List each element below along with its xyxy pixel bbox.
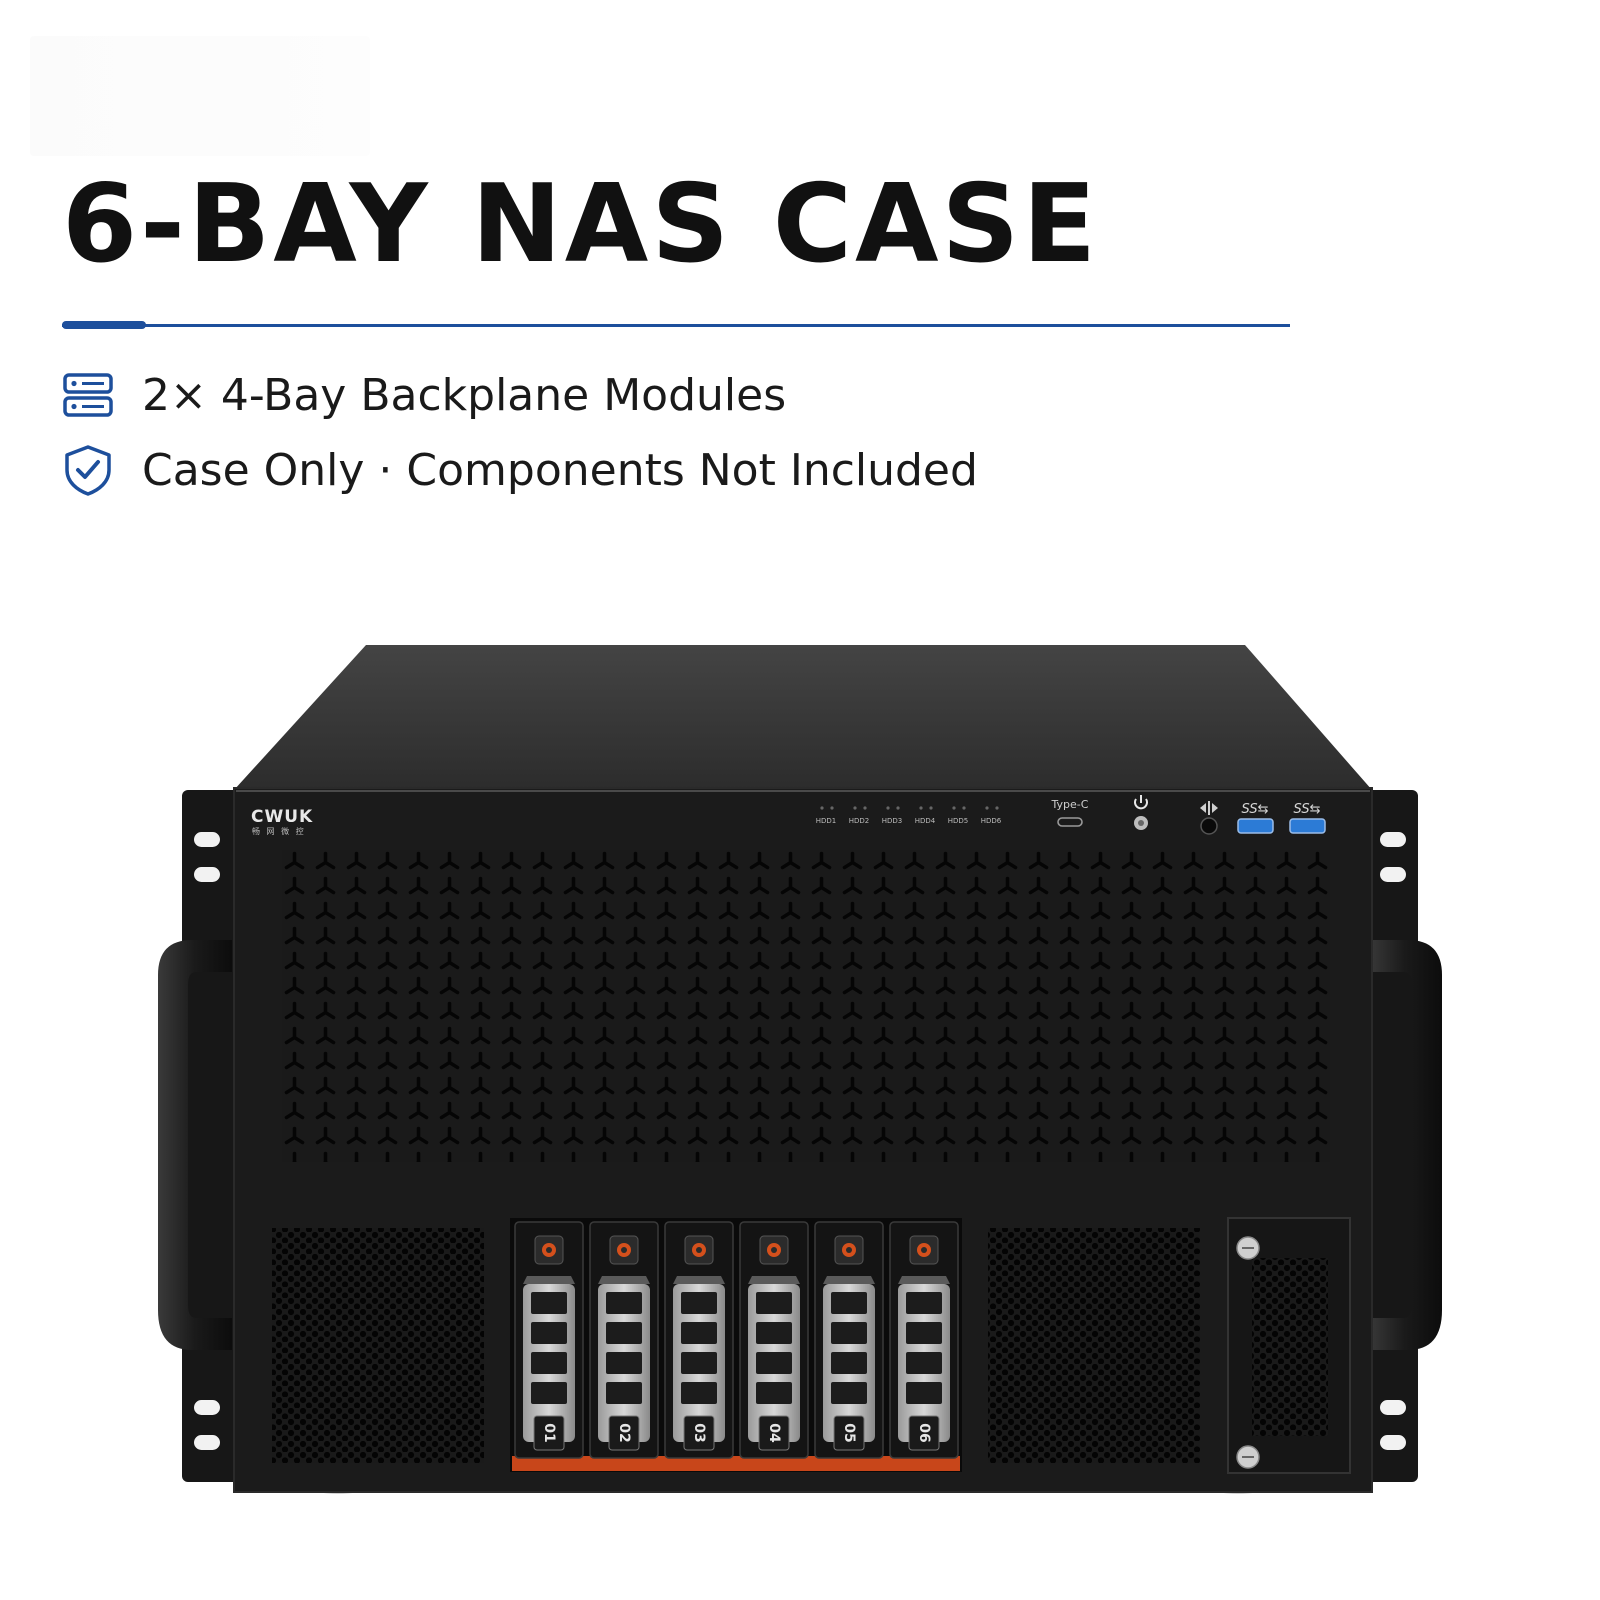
hdd-led: [952, 806, 956, 810]
usb-port: [1289, 818, 1326, 834]
hdd-led: [995, 806, 999, 810]
feature-item-backplane: 2× 4-Bay Backplane Modules: [62, 365, 786, 425]
shield-check-icon: [65, 445, 111, 496]
drive-tray-02[interactable]: 02: [589, 1221, 659, 1459]
feature-text: 2× 4-Bay Backplane Modules: [142, 369, 787, 421]
power-icon: [1134, 795, 1148, 810]
audio-jack: [1200, 817, 1218, 835]
type-c-label: Type-C: [1051, 798, 1089, 811]
drive-tray-03[interactable]: 03: [664, 1221, 734, 1459]
hdd-indicator-group: HDD1 HDD2 HDD3 HDD4 HDD5 HDD6: [816, 806, 1002, 825]
drive-tray-06[interactable]: 06: [889, 1221, 959, 1459]
drive-tray-05[interactable]: 05: [814, 1221, 884, 1459]
server-modules-icon: [63, 373, 113, 417]
feature-text: Case Only · Components Not Included: [142, 444, 978, 496]
type-c-port: [1057, 817, 1083, 827]
hdd-label: HDD2: [849, 817, 870, 825]
hdd-led: [830, 806, 834, 810]
drive-trays: 01 02 03 04 05 06: [514, 1221, 959, 1459]
hdd-led: [853, 806, 857, 810]
title-divider-accent: [62, 321, 146, 329]
hdd-label: HDD4: [915, 817, 936, 825]
bay-number-label: 05: [841, 1423, 857, 1442]
hdd-label: HDD3: [882, 817, 903, 825]
hdd-led: [896, 806, 900, 810]
drive-bay-area: [510, 1218, 962, 1472]
front-vent-grille: [282, 850, 1330, 1162]
audio-icon: [1200, 801, 1218, 815]
brand-logo-text: CWUK: [251, 807, 313, 827]
bay-number-label: 01: [541, 1423, 557, 1442]
drive-tray-04[interactable]: 04: [739, 1221, 809, 1459]
feature-item-case-only: Case Only · Components Not Included: [62, 440, 978, 500]
hdd-led: [962, 806, 966, 810]
bay-number-label: 04: [766, 1423, 782, 1443]
bay-number-label: 02: [616, 1423, 632, 1442]
drive-tray-01[interactable]: 01: [514, 1221, 584, 1459]
hdd-led: [929, 806, 933, 810]
brand-logo-subtext: 畅 网 微 控: [252, 826, 306, 836]
hdd-led: [985, 806, 989, 810]
left-mesh-vent: [272, 1228, 484, 1463]
hdd-led: [919, 806, 923, 810]
hdd-label: HDD6: [981, 817, 1002, 825]
usb-label: SS⇆: [1242, 802, 1269, 817]
hdd-label: HDD5: [948, 817, 969, 825]
usb-label: SS⇆: [1294, 802, 1321, 817]
right-mesh-vent: [988, 1228, 1200, 1463]
usb-port: [1237, 818, 1274, 834]
nas-case-product-image: CWUK 畅 网 微 控 HDD1 HDD2 HDD3 HDD4 HDD5 HDD6 Ty…: [158, 645, 1442, 1494]
hdd-label: HDD1: [816, 817, 837, 825]
hdd-led: [886, 806, 890, 810]
title-divider: [62, 324, 1290, 327]
bay-number-label: 06: [916, 1423, 932, 1442]
faint-brand-logo: [30, 36, 370, 156]
bay-number-label: 03: [691, 1423, 707, 1442]
page-title: 6-BAY NAS CASE: [62, 162, 1100, 287]
hdd-led: [863, 806, 867, 810]
hdd-led: [820, 806, 824, 810]
